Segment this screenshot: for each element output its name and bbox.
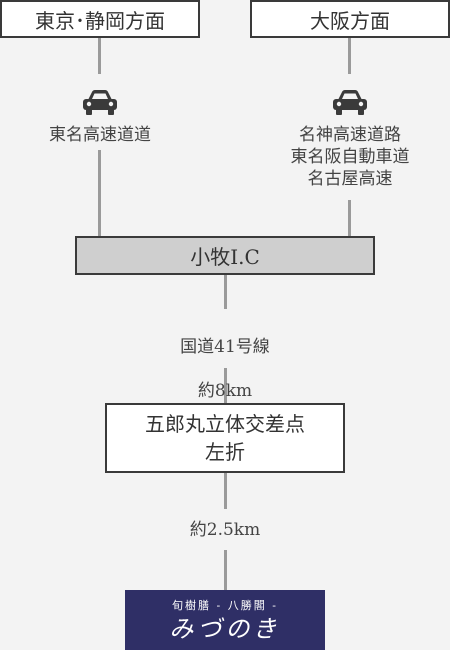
destination-logo: 旬樹膳 - 八勝閣 - みづのき [125, 590, 325, 650]
car-icon [83, 90, 117, 115]
car-icon [333, 90, 367, 115]
connector-junction-bottom [224, 550, 227, 590]
connector-tokyo-top [98, 38, 101, 74]
connector-tokyo-bottom [98, 150, 101, 236]
leg1-road: 国道41号線 [180, 337, 270, 357]
destination-logo-subtitle: 旬樹膳 - 八勝閣 - [172, 599, 278, 612]
origin-osaka-box: 大阪方面 [250, 0, 450, 38]
komaki-ic-label: 小牧I.C [190, 245, 260, 269]
connector-komaki-top [224, 275, 227, 309]
junction-box: 五郎丸立体交差点 左折 [105, 403, 345, 473]
connector-junction-top [224, 473, 227, 509]
leg2-distance: 約2.5km [189, 520, 261, 540]
connector-komaki-bottom [224, 368, 227, 403]
connector-osaka-bottom [348, 200, 351, 236]
route-tokyo-label: 東名高速道道 [49, 125, 151, 145]
origin-tokyo-box: 東京･静岡方面 [0, 0, 200, 38]
komaki-ic-box: 小牧I.C [75, 236, 375, 275]
connector-osaka-top [348, 38, 351, 74]
junction-label: 五郎丸立体交差点 左折 [145, 412, 305, 464]
leg1-info: 国道41号線 約8km [125, 314, 325, 424]
origin-tokyo-label: 東京･静岡方面 [35, 8, 165, 33]
origin-osaka-label: 大阪方面 [310, 8, 390, 33]
route-osaka-label: 名神高速道路 東名阪自動車道 名古屋高速 [290, 125, 410, 189]
leg1-distance: 約8km [197, 381, 253, 401]
destination-logo-name: みづのき [169, 615, 281, 643]
